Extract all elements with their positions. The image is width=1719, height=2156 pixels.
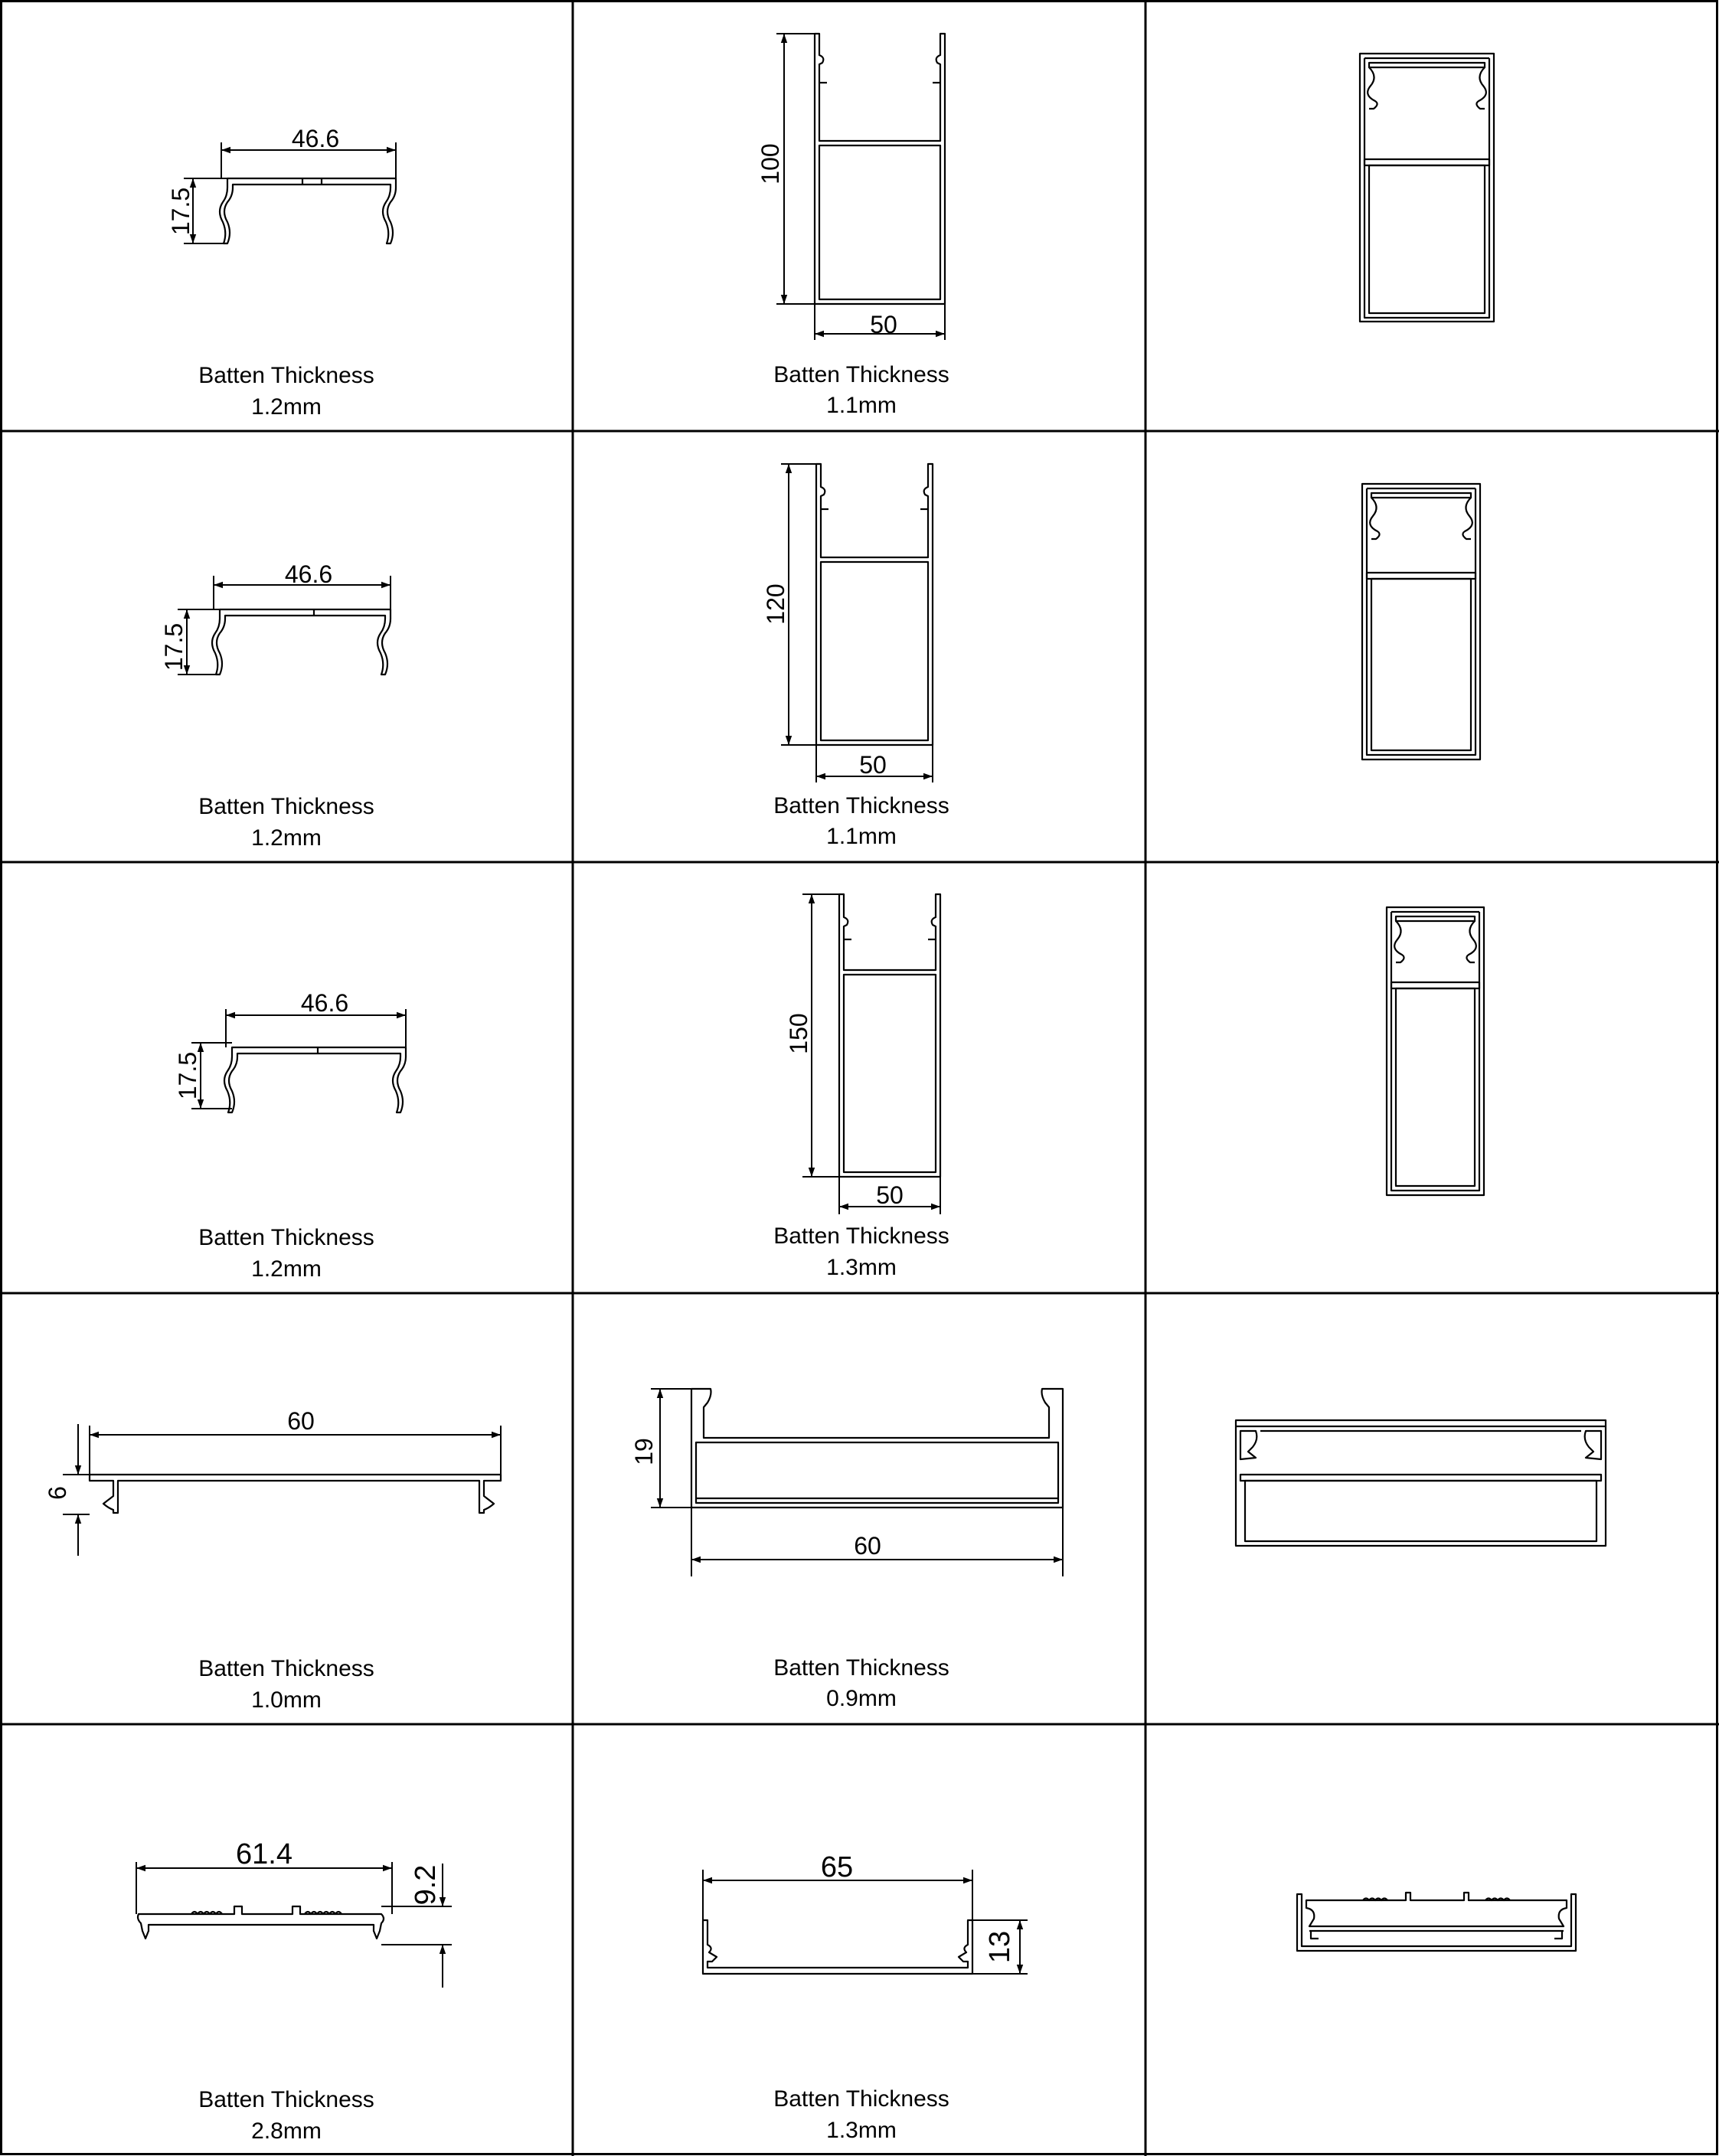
cover-profile-drawing [136,1905,385,1940]
cell-3-2: 150 50 Batten Thickness 1.3mm [773,893,949,1280]
dimension-width: 65 [702,1851,973,1920]
caption-title: Batten Thickness [773,1223,949,1249]
dim-width-label: 46.6 [301,989,348,1017]
dimension-height: 150 [785,893,839,1178]
cover-profile-drawing [218,177,397,245]
dim-height-label: 100 [757,143,784,184]
caption-thickness: 1.1mm [826,393,897,418]
cell-2-3 [1361,482,1482,761]
dim-height-label: 19 [630,1438,658,1465]
caption-title: Batten Thickness [773,362,949,387]
dimension-height: 100 [757,33,815,305]
dimension-width: 46.6 [213,560,391,609]
assembled-profile-drawing [1234,1419,1607,1547]
caption-title: Batten Thickness [198,1225,374,1250]
u-profile-drawing [813,32,946,305]
dimension-width: 46.6 [221,125,397,178]
assembled-profile-drawing [1296,1891,1577,1952]
dim-height-label: 150 [785,1013,812,1054]
dim-width-label: 50 [859,751,887,779]
caption-title: Batten Thickness [198,2087,374,2112]
dimension-width: 46.6 [225,989,407,1047]
caption-thickness: 1.3mm [826,2118,897,2143]
dimension-width: 61.4 [136,1838,393,1914]
caption-thickness: 1.2mm [251,825,322,851]
cell-2-2: 120 50 Batten Thickness 1.1mm [762,462,949,849]
caption-thickness: 1.2mm [251,394,322,420]
u-profile-drawing [690,1387,1064,1509]
dim-width-label: 61.4 [236,1838,292,1870]
caption-thickness: 1.0mm [251,1687,322,1713]
caption-thickness: 2.8mm [251,2118,322,2144]
dimension-width: 60 [691,1508,1064,1576]
dim-height-label: 6 [44,1486,71,1500]
dim-height-label: 120 [762,583,789,624]
dimension-height: 17.5 [160,609,220,675]
dimension-height: 17.5 [167,178,227,244]
cell-1-3 [1358,52,1495,323]
dimension-height: 9.2 [381,1864,452,1988]
cell-5-2: 65 13 Batten Thickness 1.3mm [701,1851,1028,2143]
dim-width-label: 50 [870,311,897,338]
cell-4-2: 19 60 Batten Thickness 0.9mm [630,1387,1064,1711]
caption-thickness: 0.9mm [826,1686,897,1711]
cell-1-1: 46.6 17.5 Batten Thickness 1.2mm [167,125,397,420]
caption-title: Batten Thickness [773,1655,949,1681]
caption-title: Batten Thickness [198,1656,374,1681]
caption-thickness: 1.3mm [826,1255,897,1280]
cell-3-3 [1385,906,1485,1197]
cell-4-1: 60 6 Batten Thickness 1.0mm [44,1407,502,1713]
dimension-width: 60 [89,1407,502,1475]
cell-3-1: 46.6 17.5 Batten Thickness 1.2mm [174,989,407,1282]
cover-profile-drawing [88,1473,502,1514]
cell-5-3 [1296,1891,1577,1952]
cell-4-3 [1234,1419,1607,1547]
u-profile-drawing [701,1919,974,1975]
caption-title: Batten Thickness [773,793,949,818]
assembled-profile-drawing [1361,482,1482,761]
caption-title: Batten Thickness [198,794,374,819]
cell-2-1: 46.6 17.5 Batten Thickness 1.2mm [160,560,392,851]
dim-height-label: 17.5 [160,623,188,671]
dim-width-label: 50 [876,1181,904,1209]
dim-width-label: 60 [287,1407,315,1435]
dim-width-label: 46.6 [292,125,339,152]
dim-width-label: 46.6 [285,560,332,588]
dim-height-label: 17.5 [167,188,194,235]
caption-thickness: 1.2mm [251,1256,322,1282]
dimension-width: 50 [815,745,933,782]
dimension-width: 50 [838,1177,941,1214]
cell-1-2: 100 50 Batten Thickness 1.1mm [757,32,949,418]
dim-height-label: 17.5 [174,1052,201,1099]
caption-title: Batten Thickness [773,2086,949,2112]
dim-height-label: 9.2 [410,1865,442,1906]
dimension-height: 6 [44,1424,90,1556]
dimension-width: 50 [814,304,946,340]
caption-thickness: 1.1mm [826,824,897,849]
caption-title: Batten Thickness [198,363,374,388]
dimension-height: 17.5 [174,1042,232,1109]
cell-5-1: 61.4 9.2 Batten Thickness 2.8mm [136,1838,452,2144]
dim-height-label: 13 [984,1931,1016,1963]
cover-profile-drawing [211,608,392,676]
u-profile-drawing [815,462,934,746]
cover-profile-drawing [223,1046,407,1114]
assembled-profile-drawing [1385,906,1485,1197]
dim-width-label: 65 [821,1851,853,1883]
dimension-height: 13 [972,1919,1028,1975]
dimension-height: 120 [762,463,816,746]
u-profile-drawing [838,893,942,1178]
assembled-profile-drawing [1358,52,1495,323]
dim-width-label: 60 [854,1532,881,1560]
dimension-height: 19 [630,1388,691,1508]
